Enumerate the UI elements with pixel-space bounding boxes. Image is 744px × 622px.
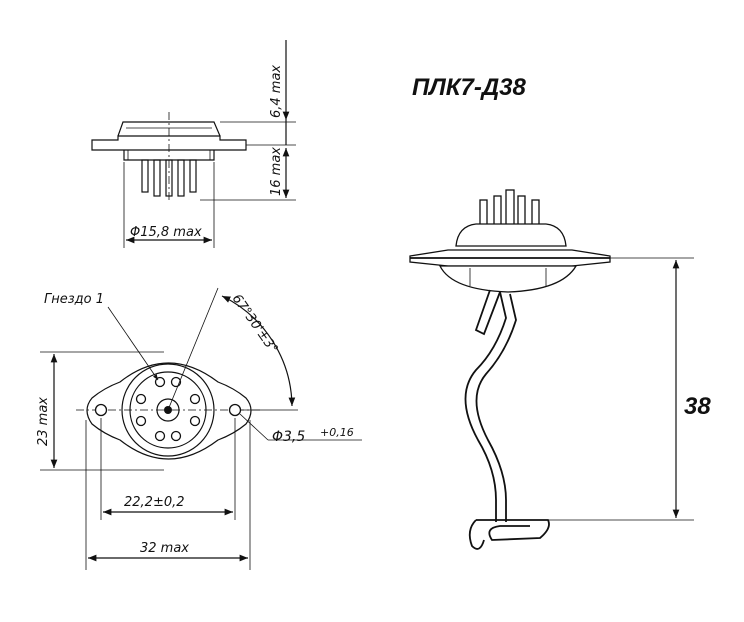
side-height-bottom-label: 16 max: [269, 147, 284, 196]
side-diameter-label: Φ15,8 max: [130, 225, 202, 240]
hole-diameter-tolerance: +0,16: [320, 426, 354, 439]
side-height-top-label: 6,4 max: [269, 65, 284, 118]
drawing-title: ПЛК7-Д38: [412, 74, 527, 101]
perspective-pins: [479, 189, 540, 227]
width-label: 32 max: [140, 541, 189, 556]
mounting-holes: [94, 403, 242, 417]
socket-label: Гнездо 1: [44, 292, 104, 307]
hole-diameter-label: Φ3,5: [272, 429, 305, 445]
bottom-view: Гнездо 1 67°30'±3° 23 max Φ3,5 +0,16 22,…: [36, 287, 362, 570]
spacing-label: 22,2±0,2: [124, 495, 185, 510]
side-view: 6,4 max 16 max Φ15,8 max: [91, 40, 296, 248]
perspective-height-label: 38: [684, 393, 711, 420]
angle-label: 67°30'±3°: [229, 292, 281, 357]
perspective-view: 38: [409, 189, 711, 550]
bottom-height-label: 23 max: [36, 397, 51, 446]
